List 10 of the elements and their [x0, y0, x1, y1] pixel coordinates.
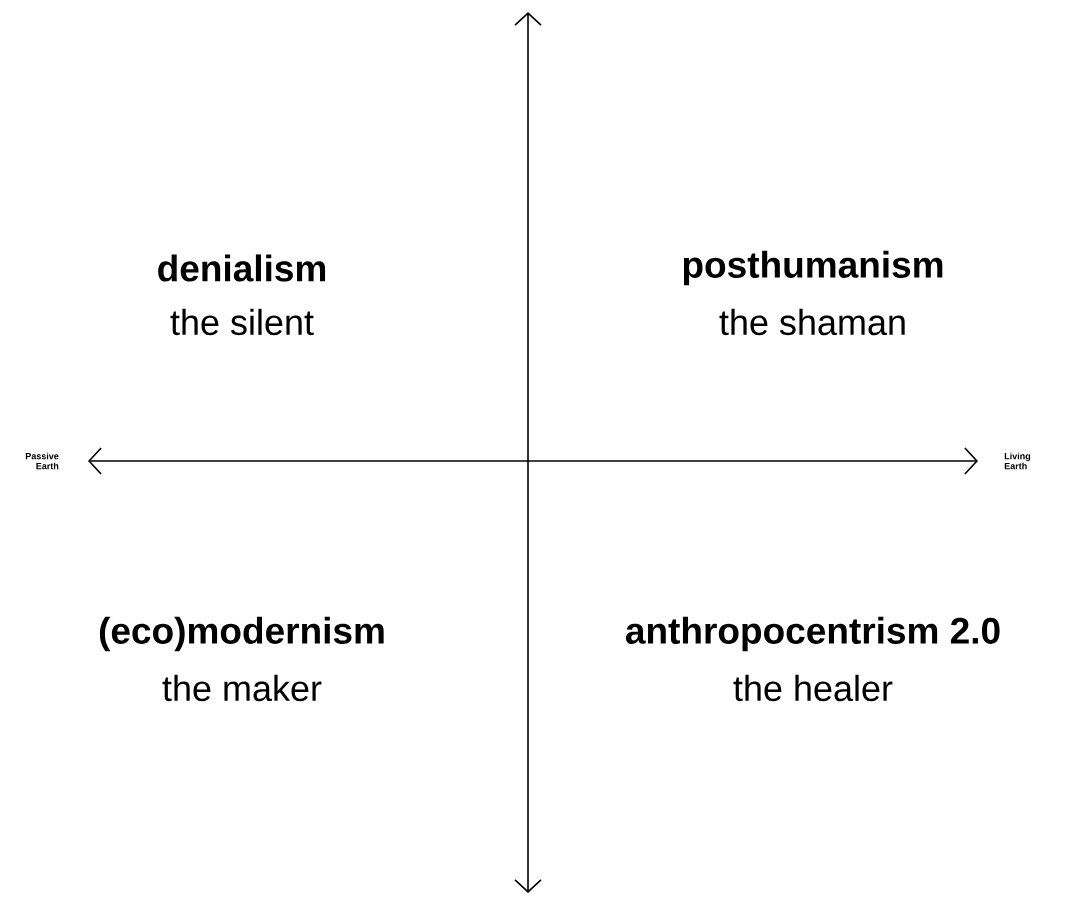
quadrant-heading: denialism — [158, 254, 326, 282]
quadrant-subtitle: the silent — [170, 308, 314, 336]
axis-label: Passive Earth — [25, 452, 59, 470]
quadrant-subtitle: the maker — [162, 674, 322, 702]
quadrant-heading: (eco)modernism — [99, 616, 384, 652]
quadrant-subtitle: the shaman — [719, 308, 905, 336]
quadrant-heading: anthropocentrism 2.0 — [625, 616, 1000, 652]
quadrant-subtitle: the healer — [733, 674, 893, 702]
quadrant-heading: posthumanism — [683, 250, 943, 286]
axis-label: Living Earth — [1004, 452, 1031, 470]
